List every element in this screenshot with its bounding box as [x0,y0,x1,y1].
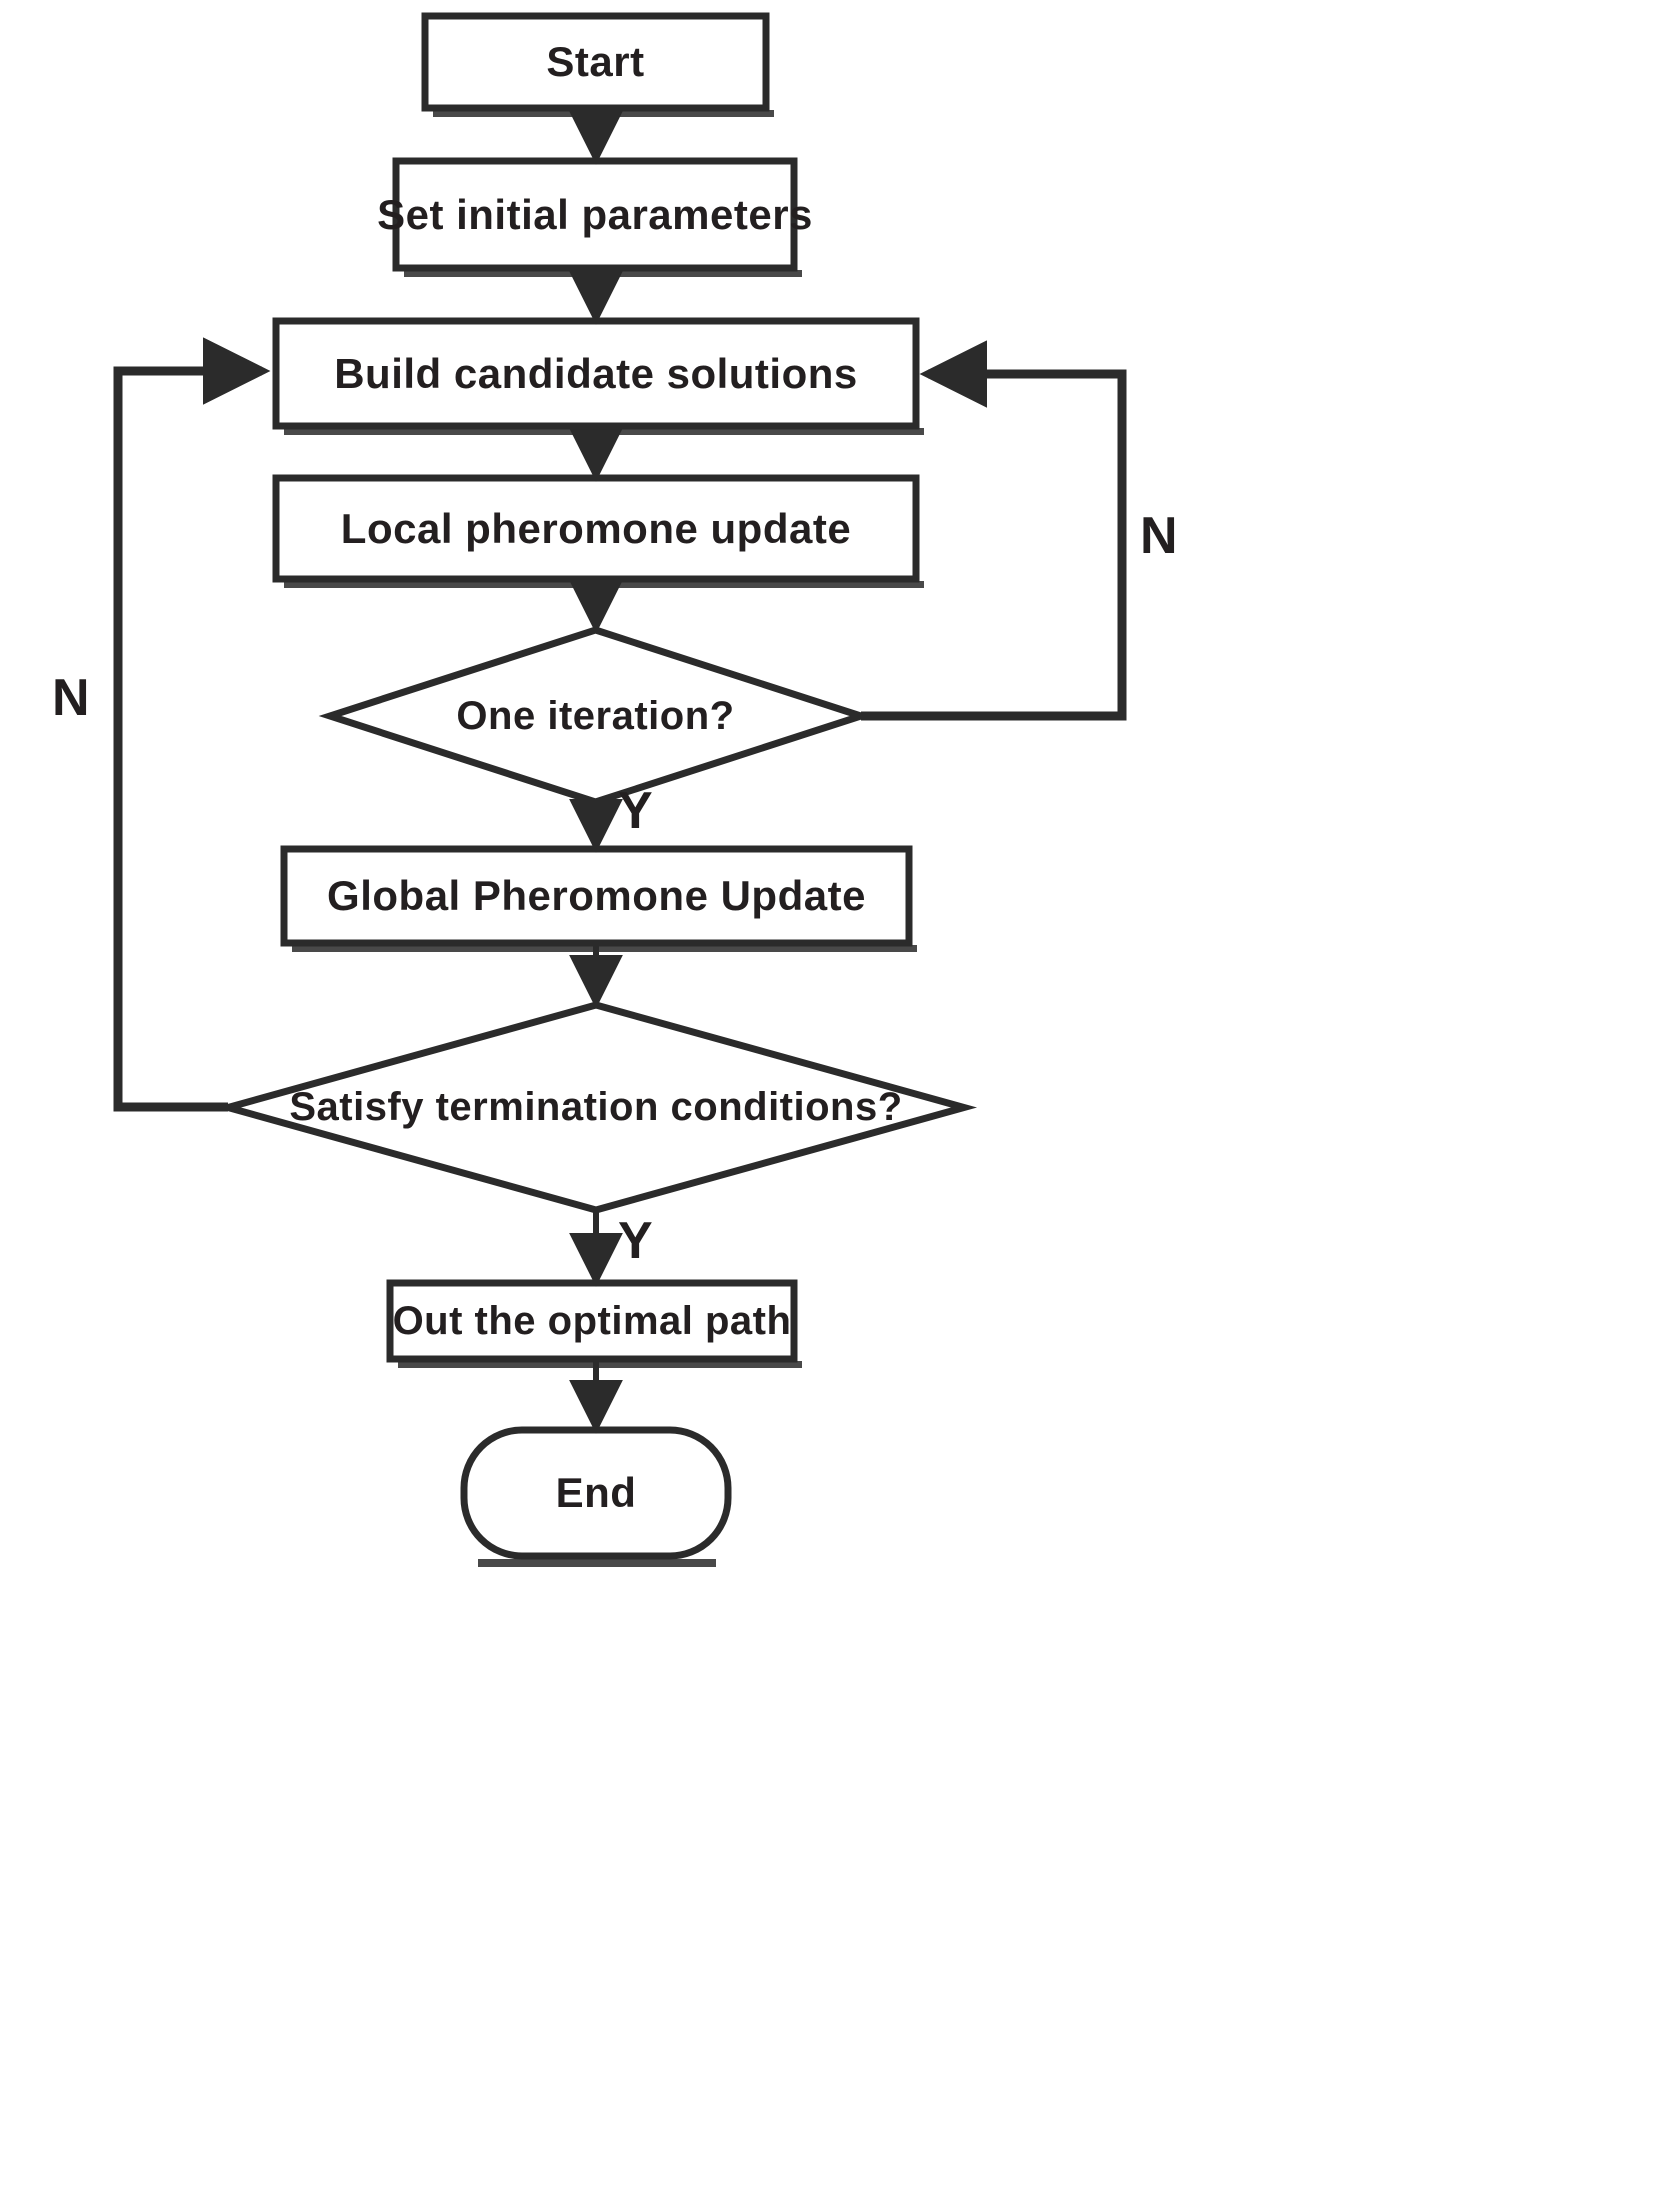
edge-oneiter-build-no [861,340,1127,721]
node-outlines [214,12,978,1560]
edge-satisfy-build-no [113,337,271,1112]
node-satisfy-shape [214,1001,978,1214]
node-build-shape [272,317,920,430]
edge-label-n-right: N [1140,507,1178,565]
node-oneiter-shape [318,626,873,806]
edge-label-y-termination: Y [618,1212,653,1270]
node-out-shape [386,1279,798,1363]
node-params-shape [392,157,798,272]
edge-label-n-left: N [52,669,90,727]
node-end-shape [460,1426,732,1560]
node-global-shape [280,845,913,947]
edge-label-y-iteration: Y [618,782,653,840]
node-start-shape [421,12,770,112]
node-local-shape [272,474,920,583]
